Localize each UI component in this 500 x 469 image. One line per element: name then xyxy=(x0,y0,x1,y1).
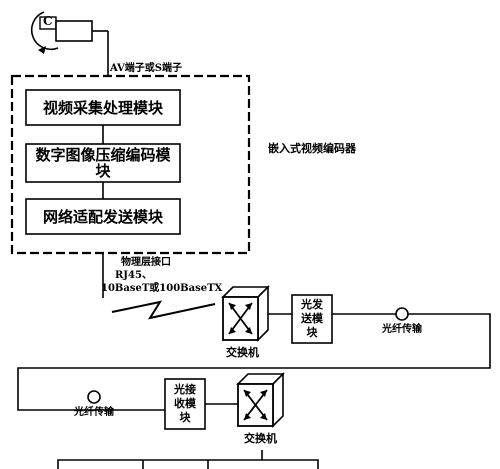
fiber-connector-2 xyxy=(87,390,101,404)
optical-receive-line3: 块 xyxy=(179,410,191,424)
optical-receive-line2: 收模 xyxy=(174,397,196,411)
fiber-line-1b xyxy=(17,313,491,411)
bottom-distribution-line xyxy=(57,459,319,469)
camera-icon xyxy=(30,11,93,54)
interface-label: AV端子或S端子 xyxy=(110,63,183,74)
optical-send-line1: 光发 xyxy=(301,298,323,312)
optical-send-line3: 块 xyxy=(306,325,318,339)
optical-receive-line1: 光接 xyxy=(174,383,196,397)
lightning-link-icon xyxy=(111,300,216,320)
encoder-label: 嵌入式视频编码器 xyxy=(268,142,356,155)
fiber-label-2: 光纤传输 xyxy=(74,407,114,418)
fiber-label-1: 光纤传输 xyxy=(382,324,422,335)
optical-send-line2: 送模 xyxy=(301,312,323,326)
switch1-label: 交换机 xyxy=(226,346,259,359)
physical-interface-line3: 10BaseT或100BaseTX xyxy=(101,283,223,294)
physical-interface-line2: RJ45、 xyxy=(115,270,152,281)
module-label-1: 视频采集处理模块 xyxy=(42,99,163,117)
module-label-3: 网络适配发送模块 xyxy=(42,208,163,226)
optical-receive-label: 光接 收模 块 xyxy=(165,379,205,429)
encoder-enclosure xyxy=(10,74,251,255)
module-label-2: 数字图像压缩编码模块 xyxy=(35,145,171,180)
physical-interface-line1: 物理层接口 xyxy=(121,257,171,268)
module-box-2 xyxy=(25,143,181,183)
switch-icon xyxy=(221,285,270,342)
fiber-connector-1 xyxy=(395,307,409,321)
switch-icon xyxy=(236,372,285,428)
switch2-label: 交换机 xyxy=(244,432,277,445)
optical-send-label: 光发 送模 块 xyxy=(292,295,332,343)
camera-letter: C xyxy=(43,14,53,28)
optical-send-box xyxy=(291,294,333,344)
module-box-1 xyxy=(25,89,181,126)
module-box-3 xyxy=(25,198,181,235)
